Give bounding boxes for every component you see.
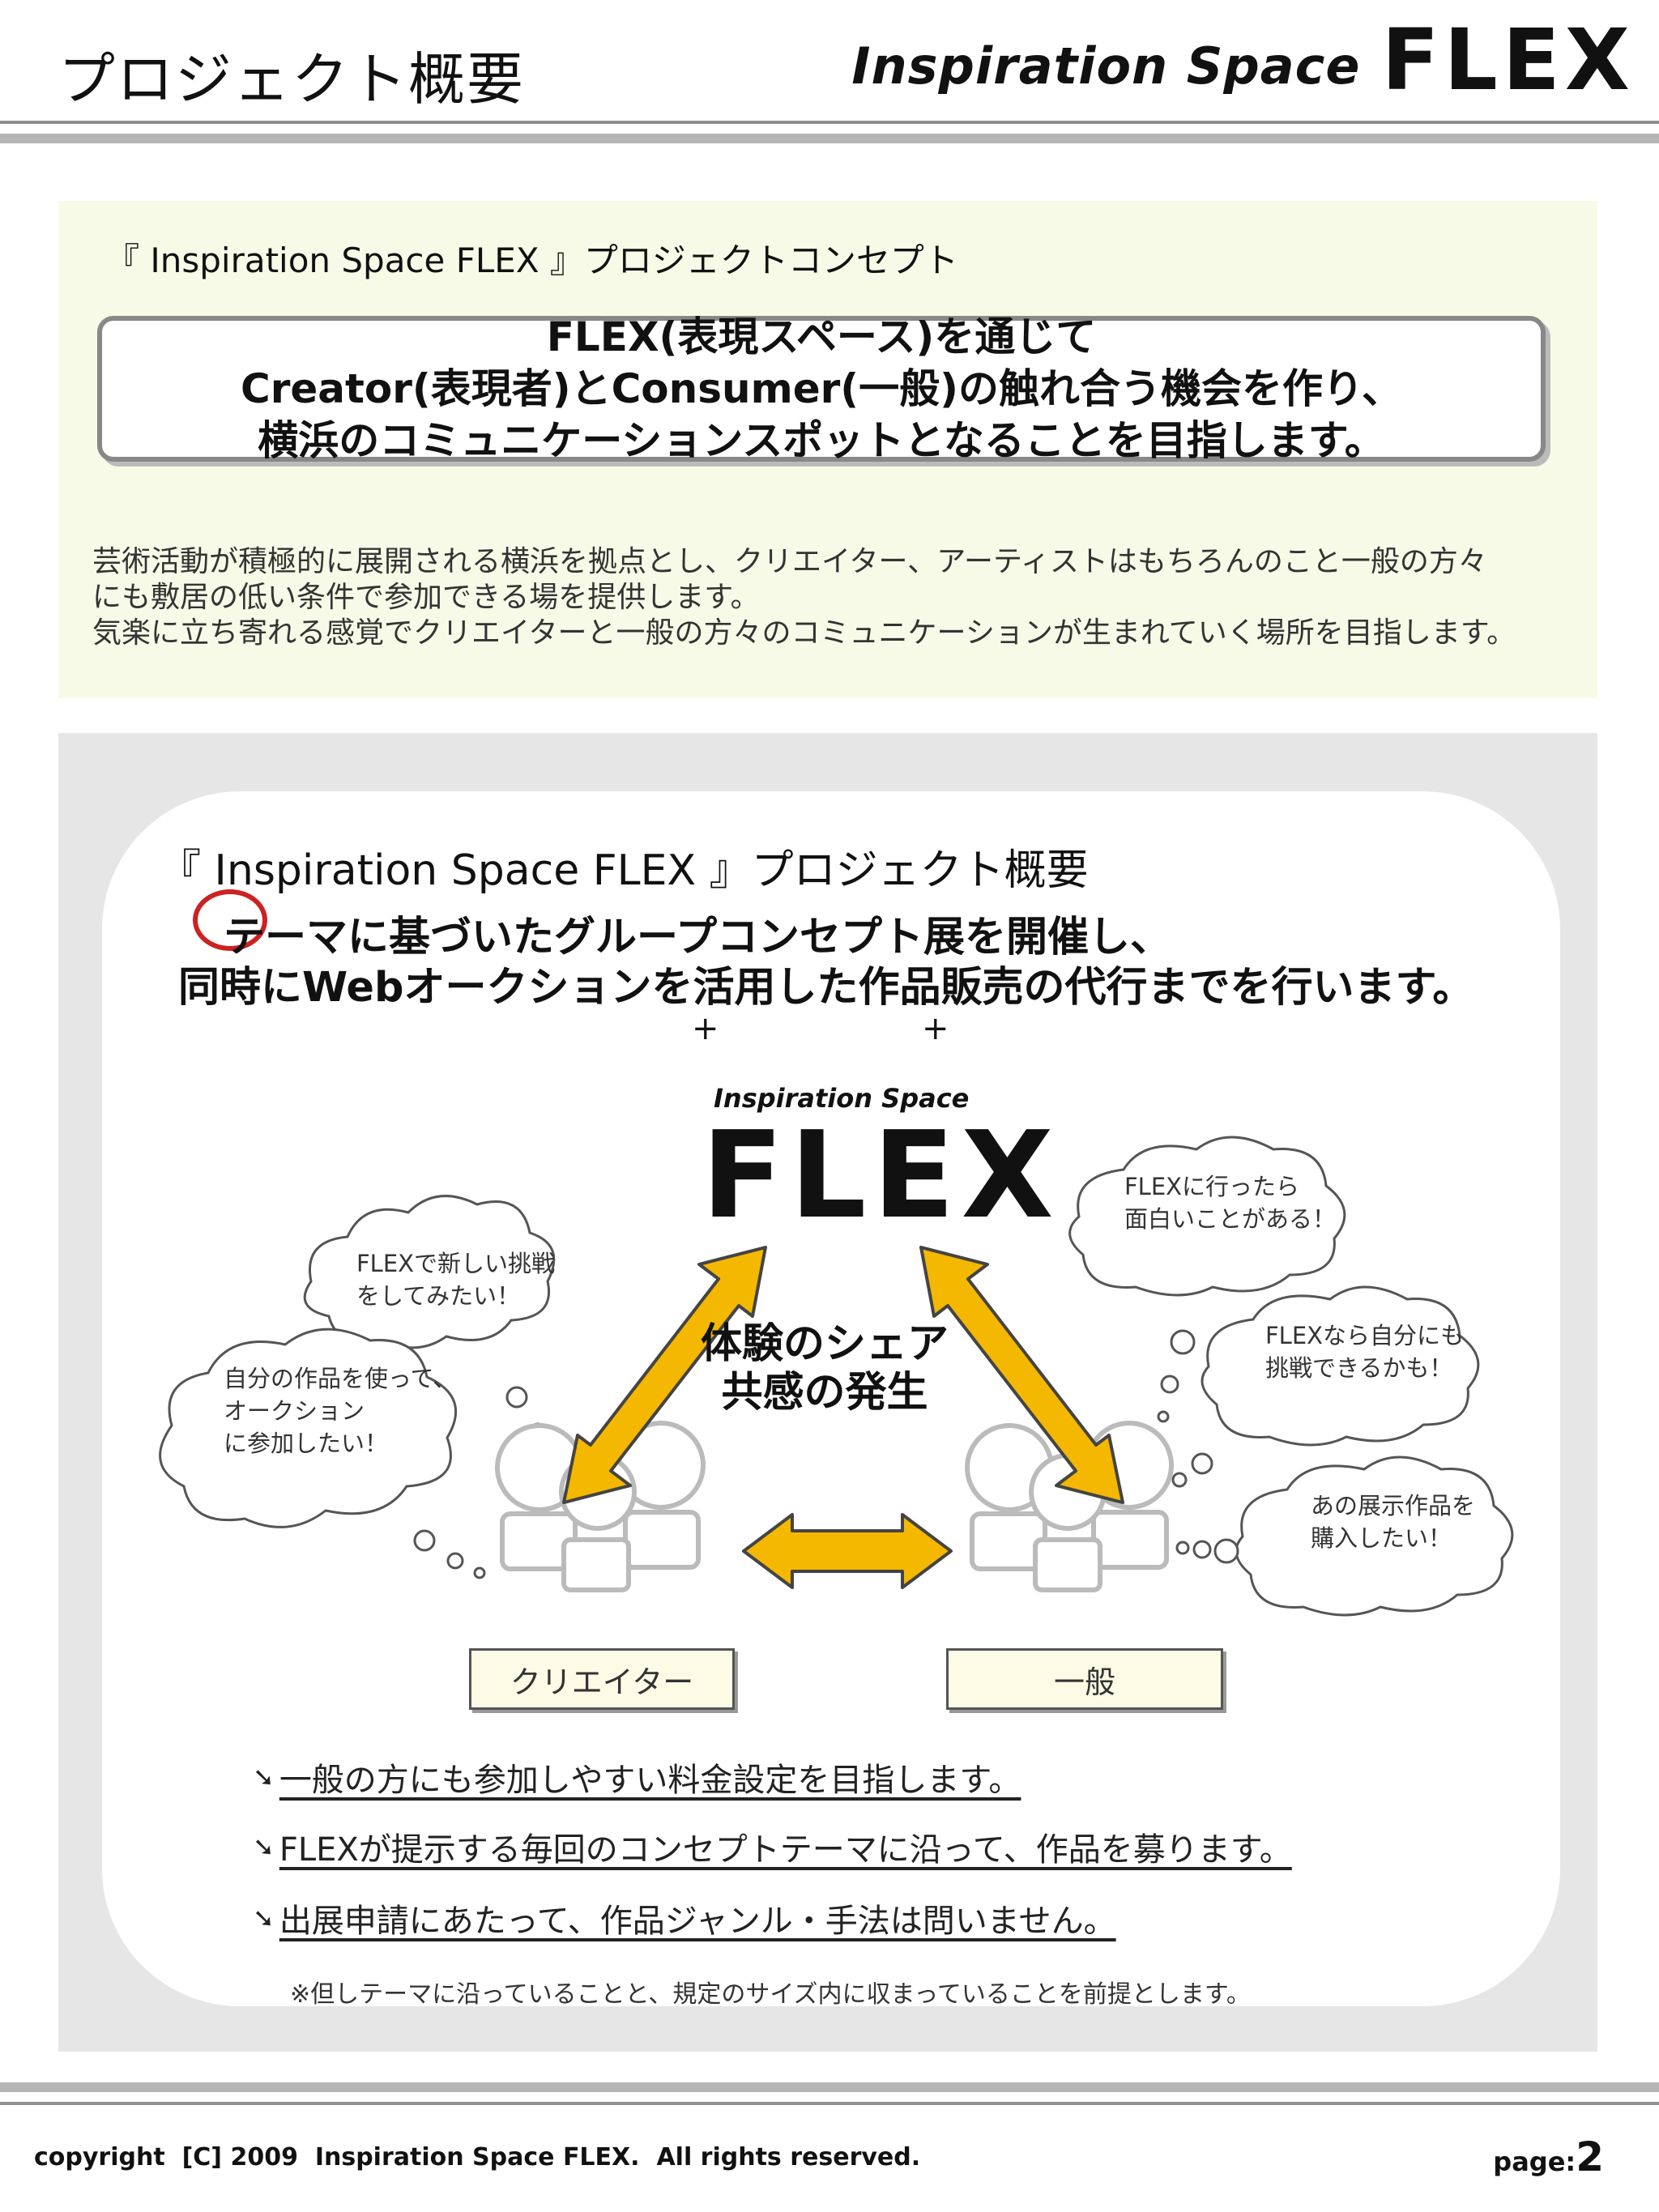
bubble-text: 自分の作品を使って、 — [224, 1365, 457, 1392]
concept-heading: 『 Inspiration Space FLEX 』プロジェクトコンセプト — [105, 241, 958, 280]
bubble-text: 購入したい！ — [1311, 1524, 1452, 1552]
overview-panel: 『 Inspiration Space FLEX 』プロジェクト概要 テーマに基… — [58, 733, 1597, 2052]
overview-main-line: テーマに基づいたグループコンセプト展を開催し、 — [224, 914, 1171, 961]
overview-main-line: 同時にWebオークションを活用した作品販売の代行までを行います。 — [178, 964, 1474, 1012]
thought-dot — [1192, 1540, 1212, 1559]
footer-divider-thick — [0, 2082, 1659, 2092]
brand-logo-big: FLEX — [1381, 11, 1635, 109]
thought-dot — [1213, 1538, 1239, 1564]
thought-dot — [1160, 1375, 1179, 1394]
creator-label-box: クリエイター — [469, 1648, 735, 1710]
list-item-text: FLEXが提示する毎回のコンセプトテーマに沿って、作品を募ります。 — [279, 1831, 1292, 1869]
bubble-text: あの展示作品を — [1311, 1492, 1476, 1519]
bubble-text: をしてみたい！ — [356, 1282, 521, 1310]
bubble-text: オークション — [224, 1397, 365, 1425]
thought-dot — [505, 1386, 528, 1409]
bubble-text: 挑戦できるかも！ — [1265, 1354, 1453, 1382]
bubble-text: 面白いことがある！ — [1124, 1205, 1337, 1233]
bullet-arrow-icon: ➘ — [253, 1831, 275, 1862]
thought-dot — [1170, 1329, 1196, 1355]
bubble-text: に参加したい！ — [224, 1430, 389, 1457]
center-text: 体験のシェア — [700, 1320, 949, 1368]
brand-logo: Inspiration Space FLEX — [851, 18, 1635, 102]
concept-description-line: にも敷居の低い条件で参加できる場を提供します。 — [92, 581, 760, 614]
thought-bubble — [1201, 1285, 1480, 1447]
page-indicator: page: 2 — [1493, 2133, 1604, 2180]
list-item: ➘ 一般の方にも参加しやすい料金設定を目指します。 — [253, 1754, 1021, 1801]
arrow-right-diagonal — [919, 1246, 1124, 1504]
overview-card: 『 Inspiration Space FLEX 』プロジェクト概要 テーマに基… — [102, 791, 1560, 2009]
diagram-logo-small: Inspiration Space — [714, 1083, 970, 1114]
arrow-left-diagonal — [562, 1246, 767, 1504]
thought-bubble — [159, 1328, 458, 1528]
bubble-text: FLEXに行ったら — [1124, 1173, 1300, 1200]
diagram-graphics — [159, 1136, 1514, 1617]
plus-sign: + — [692, 1010, 719, 1047]
thought-dot — [1157, 1410, 1170, 1423]
concept-description-line: 芸術活動が積極的に展開される横浜を拠点とし、クリエイター、アーティストはもちろん… — [92, 545, 1487, 578]
overview-heading: 『 Inspiration Space FLEX 』プロジェクト概要 — [159, 846, 1089, 895]
header-divider — [0, 121, 1659, 124]
page-number: 2 — [1576, 2133, 1604, 2180]
thought-dot — [473, 1566, 486, 1579]
thought-bubble — [1068, 1136, 1346, 1297]
arrow-horizontal — [742, 1513, 953, 1589]
brand-logo-small: Inspiration Space — [851, 36, 1361, 96]
list-item-text: 一般の方にも参加しやすい料金設定を目指します。 — [279, 1762, 1021, 1799]
list-item-text: 出展申請にあたって、作品ジャンル・手法は問いません。 — [279, 1903, 1116, 1940]
thought-dot — [413, 1529, 436, 1552]
general-label-box: 一般 — [946, 1648, 1223, 1710]
page-label: page: — [1493, 2146, 1576, 2177]
bullet-arrow-icon: ➘ — [253, 1762, 275, 1792]
thought-dot — [1191, 1452, 1213, 1475]
footnote: ※但しテーマに沿っていることと、規定のサイズ内に収まっていることを前提とします。 — [290, 1980, 1251, 2009]
bubble-text: FLEXなら自分にも — [1265, 1322, 1465, 1349]
thought-dot — [1175, 1541, 1190, 1555]
bubble-text: FLEXで新しい挑戦 — [356, 1250, 556, 1277]
plus-sign: + — [922, 1010, 949, 1047]
header-divider-thick — [0, 134, 1659, 143]
thought-dot — [446, 1552, 464, 1570]
concept-statement-box: FLEX(表現スペース)を通じて Creator(表現者)とConsumer(一… — [97, 313, 1546, 464]
center-text: 共感の発生 — [721, 1369, 928, 1417]
bullet-arrow-icon: ➘ — [253, 1903, 275, 1933]
thought-bubble — [1235, 1455, 1514, 1617]
copyright-text: copyright [C] 2009 Inspiration Space FLE… — [34, 2143, 921, 2172]
footer-divider — [0, 2102, 1659, 2105]
thought-dot — [1171, 1472, 1188, 1488]
concept-panel: 『 Inspiration Space FLEX 』プロジェクトコンセプト FL… — [58, 201, 1597, 698]
concept-statement-line: FLEX(表現スペース)を通じて — [546, 313, 1097, 360]
page-title: プロジェクト概要 — [58, 46, 525, 113]
concept-statement-line: 横浜のコミュニケーションスポットとなることを目指します。 — [258, 417, 1385, 464]
annotation-circle — [193, 889, 267, 951]
concept-statement-line: Creator(表現者)とConsumer(一般)の触れ合う機会を作り、 — [241, 365, 1402, 412]
list-item: ➘ 出展申請にあたって、作品ジャンル・手法は問いません。 — [253, 1894, 1116, 1941]
list-item: ➘ FLEXが提示する毎回のコンセプトテーマに沿って、作品を募ります。 — [253, 1823, 1292, 1870]
concept-description-line: 気楽に立ち寄れる感覚でクリエイターと一般の方々のコミュニケーションが生まれていく… — [92, 616, 1516, 650]
diagram-logo-big: FLEX — [702, 1106, 1060, 1245]
